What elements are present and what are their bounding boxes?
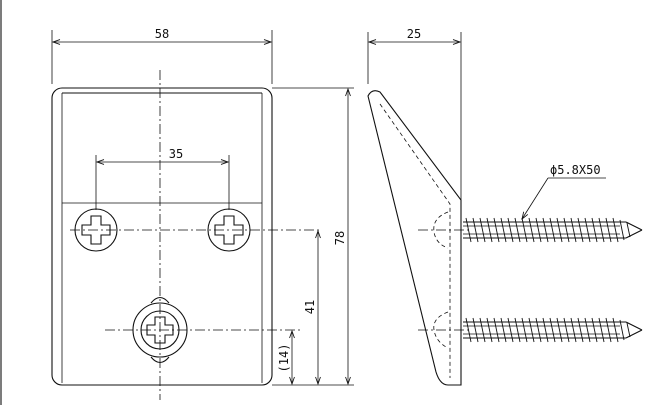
bracket-inner-hidden (379, 103, 451, 378)
dimension-hole-spacing-35: 35 (95, 147, 230, 210)
dim-25-label: 25 (407, 27, 421, 41)
upper-countersink-hidden (433, 211, 449, 249)
upper-wood-screw (463, 217, 643, 243)
lower-screw-head (132, 296, 188, 364)
dim-35-label: 35 (169, 147, 183, 161)
dimension-center-41: 41 (303, 231, 318, 384)
dimension-depth-25: 25 (367, 27, 462, 200)
front-view: 58 35 78 41 (14) (51, 27, 354, 400)
dimension-height-78: 78 (272, 87, 354, 386)
screw-spec-callout: ϕ5.8X50 (522, 163, 606, 219)
dim-41-label: 41 (303, 300, 317, 314)
bracket-profile (367, 90, 462, 386)
lower-wood-screw (463, 317, 643, 343)
dim-78-label: 78 (333, 231, 347, 245)
dimension-bottom-14: (14) (277, 331, 292, 384)
plate-outline (51, 87, 273, 386)
screw-spec-label: ϕ5.8X50 (550, 163, 601, 177)
dim-58-label: 58 (155, 27, 169, 41)
dimension-width-58: 58 (51, 27, 273, 84)
dim-14-label: (14) (277, 344, 291, 373)
side-view: 25 (367, 27, 643, 386)
lower-countersink-hidden (433, 311, 449, 349)
